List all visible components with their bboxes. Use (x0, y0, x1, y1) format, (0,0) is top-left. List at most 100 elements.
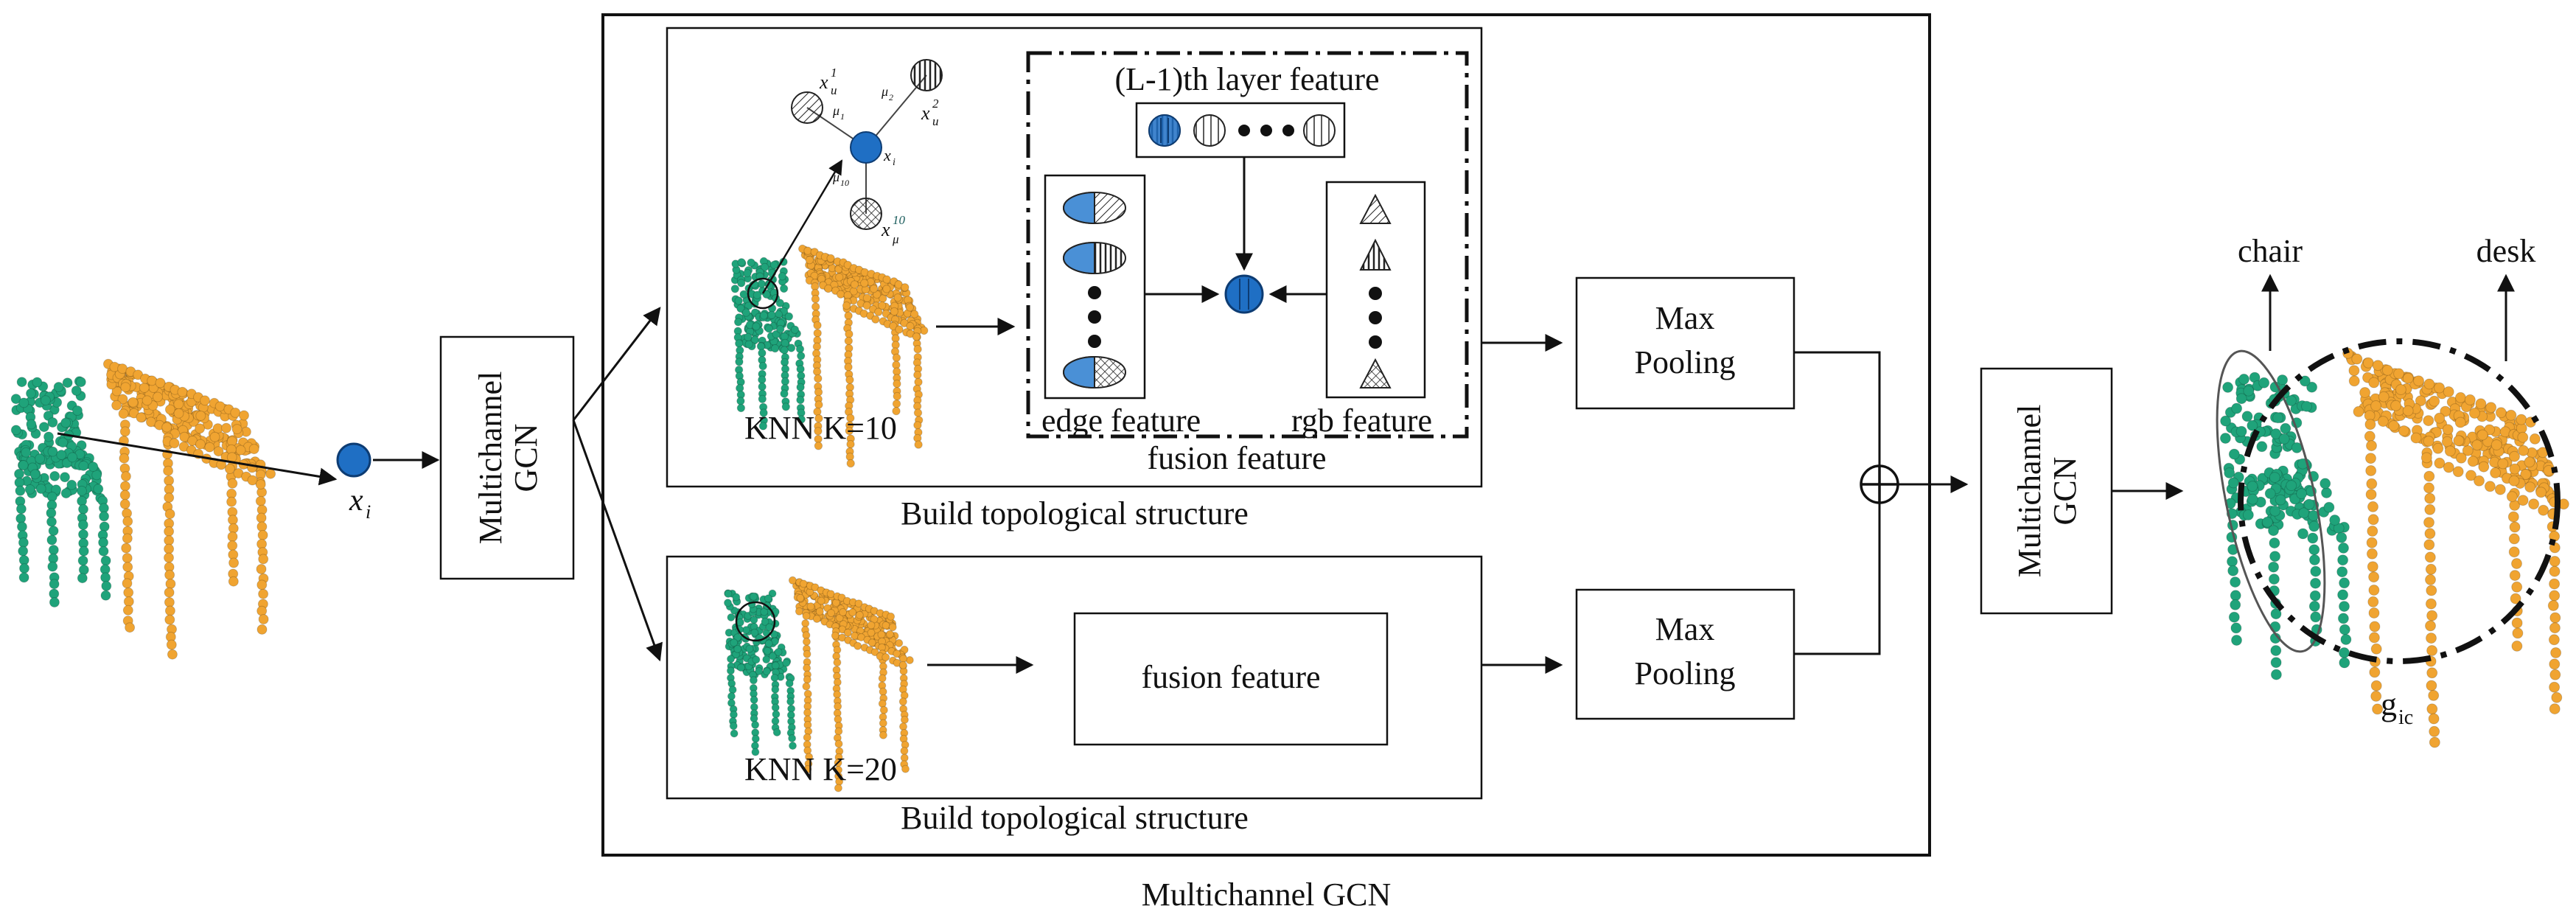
point-cloud-dot (882, 285, 891, 293)
chair-ellipse (2216, 349, 2326, 653)
xu10-label: x (881, 219, 890, 240)
point-cloud-dot (78, 546, 89, 557)
point-cloud-dot (98, 546, 109, 557)
point-cloud-dot (803, 764, 812, 773)
max-pool-bottom-label-2: Pooling (1635, 655, 1736, 691)
point-cloud-dot (2434, 382, 2446, 394)
point-cloud-dot (2377, 416, 2389, 428)
point-cloud-dot (878, 674, 887, 683)
point-cloud-dot (2270, 428, 2282, 439)
point-cloud-dot (797, 415, 806, 424)
point-cloud-dot (2370, 680, 2382, 691)
point-cloud-dot (177, 386, 188, 397)
merge-line-bottom (1794, 503, 1881, 655)
top-knn-label: KNN K=10 (744, 410, 897, 446)
point-cloud-dot (833, 658, 842, 667)
point-cloud-dot (195, 411, 206, 421)
xu10-sup: 10 (893, 213, 906, 227)
point-cloud-dot (2370, 643, 2382, 655)
point-cloud-dot (164, 526, 175, 537)
point-cloud-dot (2484, 481, 2496, 492)
point-cloud-dot (2549, 612, 2561, 624)
point-cloud-dot (2366, 548, 2378, 560)
max-pool-top-label-2: Pooling (1635, 344, 1736, 380)
point-cloud-dot (799, 579, 808, 588)
point-cloud-dot (228, 557, 240, 568)
branch-arrow-top (572, 307, 661, 421)
point-cloud-dot (834, 702, 842, 711)
point-cloud-dot (834, 739, 843, 748)
xu1-label: x (819, 72, 828, 93)
point-cloud-dot (2329, 515, 2341, 526)
point-cloud-dot (2230, 576, 2241, 588)
point-cloud-dot (2425, 620, 2436, 632)
point-cloud-dot (2222, 381, 2234, 393)
point-cloud-dot (757, 279, 767, 288)
point-cloud-dot (128, 397, 139, 408)
point-cloud-dot (62, 377, 73, 388)
point-cloud-dot (2495, 407, 2507, 419)
point-cloud-dot (2372, 703, 2384, 715)
input-point-cloud (10, 358, 276, 660)
point-cloud-dot (2310, 611, 2322, 623)
point-cloud-dot (35, 484, 46, 494)
point-cloud-dot (164, 404, 175, 415)
point-cloud-dot (258, 588, 269, 599)
point-cloud-dot (814, 400, 823, 409)
point-cloud-dot (2424, 528, 2436, 540)
point-cloud-dot (797, 352, 806, 360)
point-cloud-dot (122, 516, 133, 527)
point-cloud-dot (209, 431, 220, 442)
point-cloud-dot (2348, 365, 2360, 377)
point-cloud-dot (2308, 544, 2320, 556)
point-cloud-dot (814, 427, 823, 436)
point-cloud-dot (2353, 405, 2364, 417)
point-cloud-dot (231, 424, 242, 435)
top-knn-highlight (747, 277, 779, 310)
point-cloud-dot (889, 321, 898, 331)
point-cloud-dot (811, 294, 820, 304)
point-cloud-dot (749, 676, 758, 685)
point-cloud-dot (57, 437, 69, 448)
point-cloud-dot (752, 322, 761, 331)
point-cloud-dot (2425, 598, 2437, 610)
point-cloud-dot (2381, 364, 2393, 376)
point-cloud-dot (2490, 467, 2502, 478)
point-cloud-dot (122, 533, 133, 544)
point-cloud-dot (734, 296, 743, 305)
point-cloud-dot (771, 685, 780, 694)
point-cloud-dot (2426, 680, 2437, 691)
point-cloud-dot (846, 459, 855, 468)
point-cloud-dot (77, 520, 88, 530)
point-cloud-dot (811, 583, 820, 592)
point-cloud-dot (795, 344, 805, 354)
point-cloud-dot (93, 484, 104, 495)
point-cloud-dot (164, 614, 175, 625)
point-cloud-dot (900, 747, 909, 756)
point-cloud-dot (256, 624, 268, 635)
point-cloud-dot (785, 679, 794, 688)
point-cloud-dot (744, 332, 753, 341)
point-cloud-dot (776, 324, 785, 334)
point-cloud-dot (2307, 532, 2319, 544)
point-cloud-dot (2462, 445, 2474, 456)
point-cloud-dot (877, 630, 886, 639)
point-cloud-dot (2510, 593, 2521, 604)
point-cloud-dot (2367, 501, 2378, 512)
mu2-sub: 2 (889, 92, 893, 102)
point-cloud-dot (862, 301, 871, 310)
point-cloud-dot (914, 377, 923, 386)
point-cloud-dot (2228, 611, 2240, 623)
point-cloud-dot (48, 545, 59, 555)
merge-line-top (1794, 351, 1881, 466)
point-cloud-dot (256, 605, 268, 616)
point-cloud-dot (123, 596, 134, 607)
max-pool-top (1575, 276, 1795, 410)
bottom-fusion-box (1073, 612, 1389, 746)
point-cloud-dot (122, 604, 133, 616)
point-cloud-dot (733, 318, 743, 327)
point-cloud-dot (60, 472, 70, 483)
point-cloud-dot (75, 377, 86, 388)
point-cloud-dot (855, 610, 864, 619)
point-cloud-dot (46, 534, 57, 546)
